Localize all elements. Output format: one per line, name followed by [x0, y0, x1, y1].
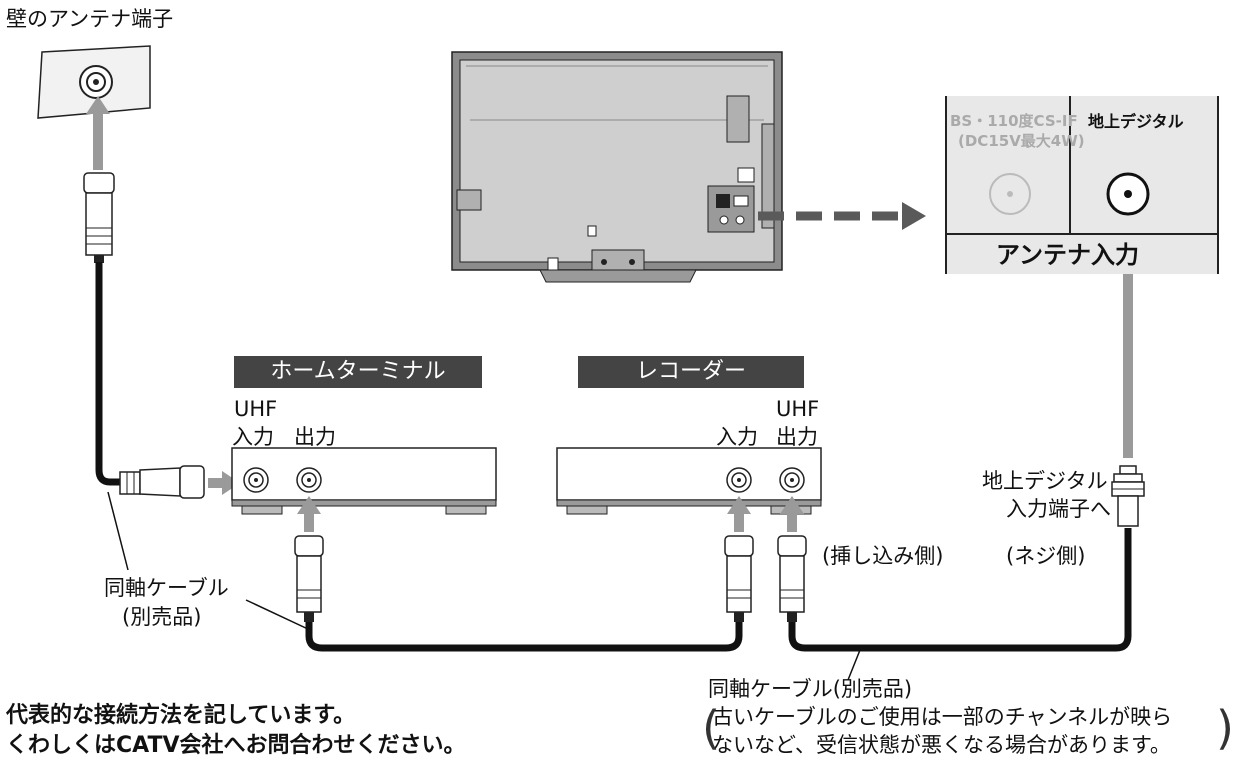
recorder-input-label: 入力	[716, 425, 758, 449]
terrestrial-input-to-line1: 地上デジタル	[982, 469, 1108, 493]
note-open-bracket: (	[702, 701, 720, 755]
left-cable-plug	[83, 172, 115, 263]
coax-cable-left-label: 同軸ケーブル	[104, 576, 229, 600]
terrestrial-input-plug	[1111, 465, 1145, 527]
home-terminal-uhf: UHF	[234, 397, 278, 421]
wall-terminal-label: 壁のアンテナ端子	[6, 7, 174, 31]
tv-rear	[451, 51, 783, 283]
wall-antenna-terminal	[37, 45, 151, 119]
arrow-to-recorder-input	[727, 496, 751, 532]
home-terminal-input-label: 入力	[232, 425, 274, 449]
recorder-uhf: UHF	[776, 397, 820, 421]
bs-cs-power-note: (DC15V最大4W)	[958, 132, 1085, 150]
coax-cable-middle	[305, 622, 743, 652]
push-in-side-label: (挿し込み側)	[822, 544, 944, 568]
leader-cable-middle	[245, 599, 311, 631]
home-terminal-input-plug	[119, 465, 205, 499]
cable-note-line1: 古いケーブルのご使用は一部のチャンネルが映ら	[712, 705, 1173, 729]
home-output-plug	[294, 535, 324, 622]
screw-side-label: (ネジ側)	[1006, 544, 1086, 568]
home-terminal-title: ホームターミナル	[234, 356, 482, 388]
recorder-input-plug	[724, 535, 754, 622]
dashed-arrow-to-panel	[758, 202, 926, 230]
coax-cable-left-note: (別売品)	[122, 605, 202, 629]
home-terminal-output-label: 出力	[294, 425, 336, 449]
leader-cable-right	[847, 649, 861, 681]
arrow-to-home-output	[297, 496, 321, 532]
terrestrial-digital-label: 地上デジタル	[1088, 112, 1184, 131]
arrow-to-wall-terminal	[86, 96, 110, 170]
terrestrial-input-to-line2: 入力端子へ	[1006, 497, 1111, 521]
bs-cs-label: BS・110度CS-IF	[950, 112, 1078, 130]
antenna-input-panel	[945, 96, 1219, 274]
note-close-bracket: )	[1216, 701, 1234, 755]
recorder-output-label: 出力	[776, 425, 818, 449]
arrow-to-home-input	[208, 471, 240, 495]
footer-text-line2: くわしくはCATV会社へお問合わせください。	[6, 733, 466, 758]
antenna-input-footer: アンテナ入力	[996, 241, 1140, 269]
arrow-to-recorder-output	[780, 496, 804, 532]
coax-cable-bottom-label: 同軸ケーブル(別売品)	[708, 677, 913, 701]
leader-cable-left	[107, 491, 129, 571]
coax-cable-right	[788, 528, 1132, 652]
cable-note-line2: ないなど、受信状態が悪くなる場合があります。	[712, 733, 1171, 757]
recorder-title: レコーダー	[578, 356, 804, 388]
coax-cable-left	[95, 262, 122, 486]
recorder-box	[556, 447, 822, 515]
home-terminal-box	[231, 447, 497, 515]
footer-text-line1: 代表的な接続方法を記しています。	[6, 703, 356, 728]
recorder-output-plug	[777, 535, 807, 622]
